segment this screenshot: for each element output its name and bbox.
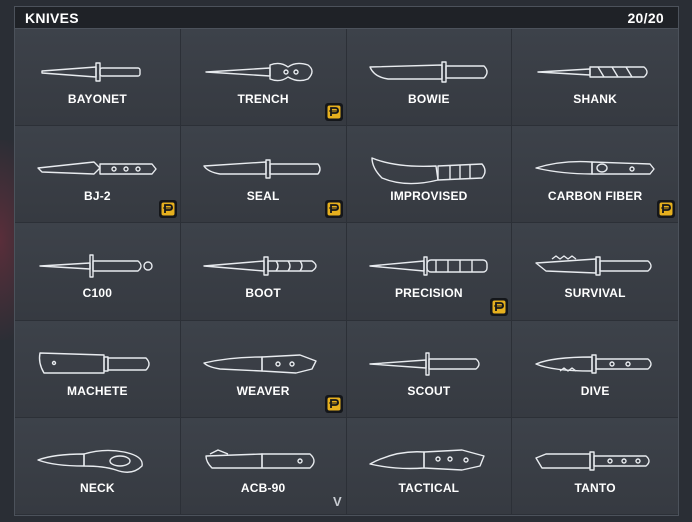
knife-slot[interactable]: TANTO [512, 417, 678, 515]
knife-slot[interactable]: DIVE [512, 320, 678, 418]
tactical-knife-icon [369, 449, 485, 471]
c100-knife-icon [39, 254, 154, 279]
knife-slot[interactable]: WEAVER [180, 320, 347, 418]
knife-slot[interactable]: BOOT [180, 223, 347, 321]
knife-slot[interactable]: SURVIVAL [512, 223, 678, 321]
panel-header: KNIVES 20/20 [15, 7, 678, 29]
knife-name: SHANK [573, 92, 617, 106]
bowie-knife-icon [369, 61, 488, 83]
knife-name: DIVE [580, 383, 610, 398]
knife-name: TANTO [574, 480, 616, 495]
premium-badge-icon [657, 200, 675, 219]
knife-slot[interactable]: CARBON FIBER [512, 126, 678, 224]
seal-knife-icon [203, 159, 321, 179]
knife-name: SCOUT [407, 383, 451, 398]
knife-name: PRECISION [394, 286, 463, 301]
neck-knife-icon [37, 449, 144, 473]
knife-slot[interactable]: TACTICAL [346, 417, 513, 515]
scroll-down-indicator[interactable]: V [333, 494, 342, 509]
panel-title: KNIVES [25, 9, 79, 26]
carbon-fiber-knife-icon [535, 161, 655, 175]
knife-slot[interactable]: SHANK [512, 29, 678, 127]
knife-name: ACB-90 [240, 480, 286, 495]
bj2-knife-icon [37, 161, 158, 175]
knife-name: MACHETE [67, 383, 128, 398]
knife-grid: BAYONET TRENCH BOWIE SHANK BJ-2 SEAL IMPROVISE… [15, 29, 678, 515]
acb90-knife-icon [205, 449, 315, 469]
knife-name: TRENCH [237, 92, 289, 106]
knife-name: CARBON FIBER [547, 189, 643, 204]
knife-slot[interactable]: SCOUT [346, 320, 513, 418]
knife-name: NECK [79, 480, 115, 495]
knife-name: TACTICAL [398, 480, 460, 495]
scout-knife-icon [369, 351, 480, 376]
survival-knife-icon [535, 255, 652, 277]
knife-slot[interactable]: NECK [15, 417, 181, 515]
shank-knife-icon [537, 66, 648, 78]
precision-knife-icon [369, 256, 488, 277]
premium-badge-icon [490, 297, 509, 316]
knife-slot[interactable]: BJ-2 [15, 126, 181, 224]
knife-name: BAYONET [67, 92, 127, 106]
knife-slot[interactable]: TRENCH [180, 29, 347, 127]
knife-slot[interactable]: BOWIE [346, 29, 513, 127]
boot-knife-icon [203, 256, 317, 277]
premium-badge-icon [158, 200, 177, 219]
knife-slot[interactable]: MACHETE [15, 320, 181, 418]
knife-name: IMPROVISED [390, 189, 468, 204]
weaver-knife-icon [203, 353, 317, 374]
premium-badge-icon [324, 200, 343, 219]
knife-slot[interactable]: IMPROVISED [346, 126, 513, 224]
knife-slot[interactable]: C100 [15, 223, 181, 321]
knife-name: BOWIE [408, 92, 450, 106]
knife-slot[interactable]: ACB-90 [180, 417, 347, 515]
knife-name: C100 [82, 286, 113, 301]
dive-knife-icon [535, 353, 652, 374]
premium-badge-icon [324, 394, 343, 413]
bayonet-knife-icon [41, 62, 142, 82]
tanto-knife-icon [535, 451, 650, 471]
knife-slot[interactable]: SEAL [180, 126, 347, 224]
trench-knife-icon [205, 62, 313, 82]
unlock-count: 20/20 [627, 9, 664, 26]
knife-name: SEAL [246, 189, 280, 204]
knife-name: BJ-2 [83, 189, 111, 204]
machete-icon [39, 351, 151, 374]
knives-panel: KNIVES 20/20 BAYONET TRENCH BOWIE SHANK BJ-2… [14, 6, 679, 516]
knife-name: SURVIVAL [564, 286, 626, 301]
knife-name: WEAVER [236, 383, 290, 398]
premium-badge-icon [324, 103, 343, 122]
improvised-knife-icon [371, 157, 486, 185]
knife-slot[interactable]: PRECISION [346, 223, 513, 321]
knife-name: BOOT [245, 286, 281, 301]
knife-slot[interactable]: BAYONET [15, 29, 181, 127]
